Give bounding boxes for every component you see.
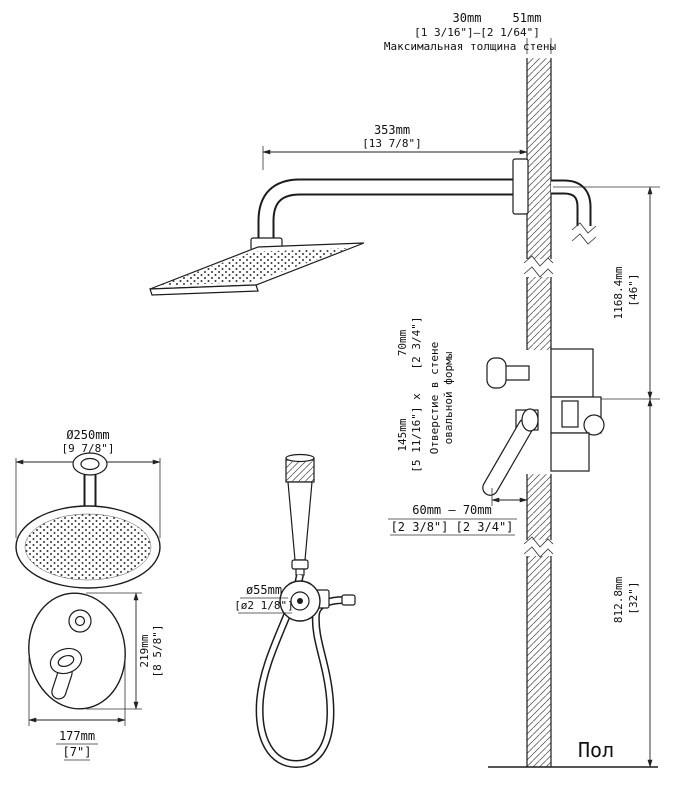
round-head-nozzles [24,513,152,581]
valve-side-port [583,414,605,436]
dim-upper-height-mm: 1168.4mm [612,266,625,319]
dim-head-diameter-mm: Ø250mm [66,428,109,442]
lever-pivot [521,408,539,432]
dim-arm-length-mm: 353mm [374,123,410,137]
nozzle-face [158,248,350,286]
floor-label: Пол [578,738,614,762]
dim-upper-height-in: [46"] [627,273,640,306]
hole-note-line1: Отверстие в стене [428,342,441,455]
trim-plate-front-view: 219mm [8 5/8"] 177mm [7"] [28,592,164,761]
dim-plate-width-mm: 177mm [59,729,95,743]
dim-valve-depth-mm: 60mm — 70mm [412,503,491,517]
arm-length-dimension: 353mm [13 7/8"] [262,123,528,172]
dim-wall-range-in: [1 3/16"]—[2 1/64"] [414,26,540,39]
dim-head-diameter-in: [9 7/8"] [62,442,115,455]
concealed-valve [482,348,605,496]
lower-height-dimension: 812.8mm [32"] [612,398,653,768]
dim-plate-height-mm: 219mm [138,634,151,667]
diverter-stem [504,365,530,381]
floor-line: Пол [488,738,658,768]
dim-valve-depth-in: [2 3/8"] [2 3/4"] [391,520,514,534]
wall-hole-labels: 145mm [5 11/16"] x 70mm [2 3/4"] Отверст… [396,317,455,473]
dim-hole-width-mm: 70mm [396,329,409,356]
hose-fitting [341,594,356,606]
dim-holder-diameter-mm: ø55mm [246,583,282,597]
dim-wall-max-mm: 51mm [513,11,542,25]
valve-upper-housing [550,348,594,398]
wall-thickness-note: Максимальная толщина стены [384,40,557,53]
valve-lower-housing [550,432,590,472]
wall-escutcheon [512,158,529,215]
hole-note-line2: овальной формы [442,351,455,444]
diverter-knob [486,357,507,389]
rain-shower-head [149,242,365,296]
dim-lower-height-in: [32"] [627,581,640,614]
holder [279,580,330,622]
hand-shower-handle [287,481,313,561]
dim-hole-width-in: [2 3/4"] [410,317,423,370]
valve-cartridge-slot [561,400,579,428]
dim-hole-height-in: [5 11/16"] x [410,393,423,473]
top-thickness-dimension: 30mm 51mm [1 3/16"]—[2 1/64"] Максимальн… [384,11,557,54]
dim-wall-min-mm: 30mm [453,11,482,25]
valve-depth-dimension: 60mm — 70mm [2 3/8"] [2 3/4"] [388,488,528,536]
head-front-view: Ø250mm [9 7/8"] [15,428,161,589]
hand-shower: ø55mm [ø2 1/8"] [234,453,356,769]
dim-holder-diameter-in: [ø2 1/8"] [234,599,294,612]
dim-plate-width-in: [7"] [63,745,92,759]
dim-lower-height-mm: 812.8mm [612,576,625,623]
dim-plate-height-in: [8 5/8"] [151,625,164,678]
dim-arm-length-in: [13 7/8"] [362,137,422,150]
dim-hole-height-mm: 145mm [396,418,409,451]
